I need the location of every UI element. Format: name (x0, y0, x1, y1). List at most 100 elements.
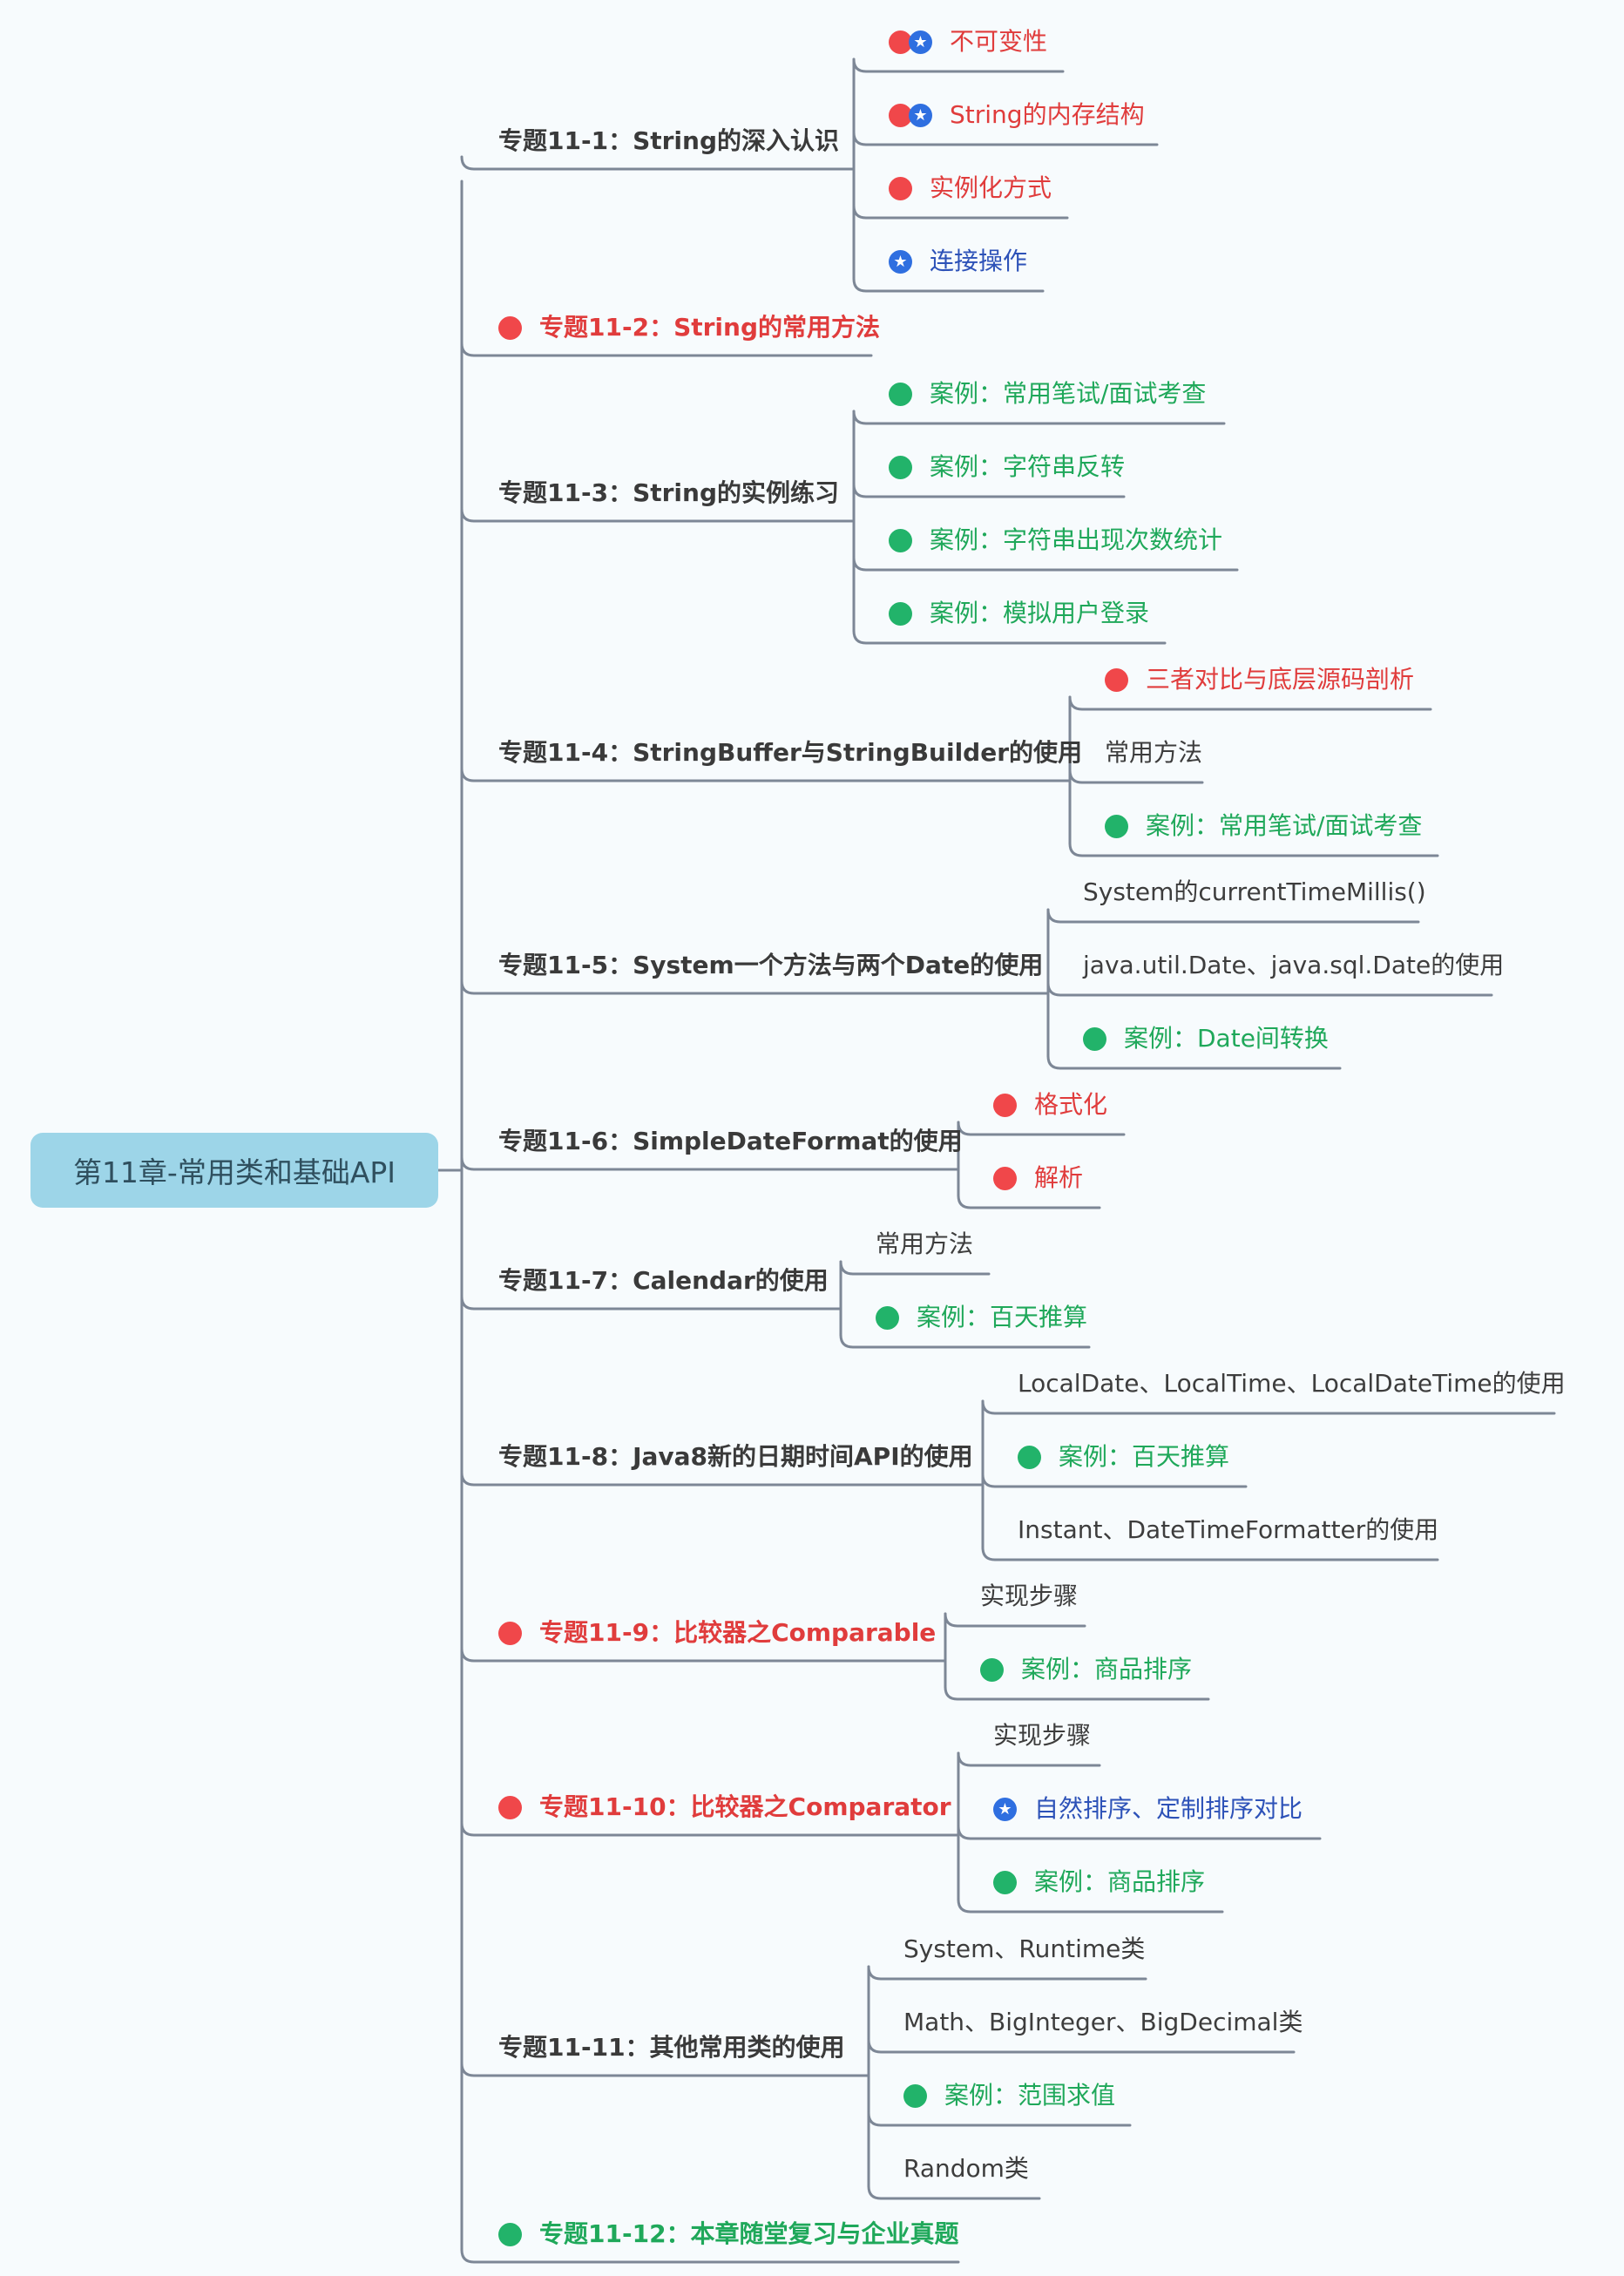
child-connector (852, 629, 1167, 645)
red-priority-dot-icon (993, 1093, 1017, 1117)
subtopic-node[interactable]: 案例：Date间转换 (1083, 1021, 1329, 1056)
child-connector (1068, 842, 1439, 857)
subtopic-node[interactable]: 案例：商品排序 (980, 1652, 1192, 1687)
subtopic-node[interactable]: java.util.Date、java.sql.Date的使用 (1083, 948, 1504, 983)
child-connector (852, 277, 1045, 293)
topic-connector (460, 979, 1050, 995)
child-connector (852, 410, 1226, 425)
subtopic-label: 案例：常用笔试/面试考查 (1146, 811, 1423, 840)
topic-label: 专题11-4：StringBuffer与StringBuilder的使用 (498, 738, 1083, 767)
subtopic-node[interactable]: 案例：字符串出现次数统计 (889, 523, 1222, 558)
subtopic-node[interactable]: 实现步骤 (993, 1718, 1091, 1753)
subtopic-node[interactable]: 案例：常用笔试/面试考查 (889, 376, 1206, 411)
subtopic-node[interactable]: LocalDate、LocalTime、LocalDateTime的使用 (1018, 1366, 1566, 1401)
star-icon: ★ (889, 249, 912, 274)
subtopic-node[interactable]: 三者对比与底层源码剖析 (1105, 662, 1414, 697)
topic-node[interactable]: 专题11-11：其他常用类的使用 (498, 2030, 845, 2065)
topic-node[interactable]: 专题11-5：System一个方法与两个Date的使用 (498, 948, 1043, 983)
child-connector (852, 556, 1239, 572)
subtopic-node[interactable]: 常用方法 (876, 1227, 973, 1262)
subtopic-label: 不可变性 (950, 27, 1048, 56)
topic-connector (460, 2248, 960, 2264)
subtopic-node[interactable]: 案例：百天推算 (876, 1300, 1087, 1335)
subtopic-node[interactable]: 实现步骤 (980, 1579, 1078, 1614)
subtopic-label: 自然排序、定制排序对比 (1034, 1794, 1303, 1823)
child-connector (957, 1121, 1126, 1136)
subtopic-node[interactable]: 格式化 (993, 1087, 1107, 1122)
child-connector (839, 1333, 1091, 1349)
subtopic-node[interactable]: Random类 (903, 2151, 1029, 2186)
subtopic-label: System的currentTimeMillis() (1083, 877, 1426, 906)
subtopic-label: Instant、DateTimeFormatter的使用 (1018, 1515, 1439, 1544)
subtopic-node[interactable]: 案例：商品排序 (993, 1865, 1205, 1900)
child-connector (1046, 908, 1420, 924)
subtopic-label: 案例：百天推算 (1059, 1442, 1230, 1471)
subtopic-node[interactable]: ★自然排序、定制排序对比 (993, 1792, 1303, 1826)
child-connector (867, 2185, 1041, 2200)
red-priority-dot-icon (889, 176, 912, 200)
topic-label: 专题11-5：System一个方法与两个Date的使用 (498, 951, 1044, 979)
subtopic-label: 案例：Date间转换 (1124, 1024, 1329, 1053)
subtopic-node[interactable]: Math、BigInteger、BigDecimal类 (903, 2005, 1303, 2040)
topic-label: 专题11-6：SimpleDateFormat的使用 (498, 1127, 963, 1155)
subtopic-node[interactable]: 常用方法 (1105, 735, 1202, 770)
topic-node[interactable]: 专题11-4：StringBuffer与StringBuilder的使用 (498, 735, 1082, 770)
subtopic-node[interactable]: 实例化方式 (889, 171, 1052, 206)
topic-node[interactable]: 专题11-1：String的深入认识 (498, 124, 839, 159)
topic-node[interactable]: 专题11-6：SimpleDateFormat的使用 (498, 1124, 963, 1159)
star-icon: ★ (909, 103, 932, 127)
child-connector (867, 2111, 1132, 2127)
subtopic-label: 案例：字符串反转 (930, 452, 1126, 481)
subtopic-label: 案例：商品排序 (1034, 1867, 1206, 1896)
subtopic-label: 常用方法 (1105, 738, 1203, 767)
topic-label: 专题11-2：String的常用方法 (539, 313, 881, 342)
subtopic-node[interactable]: 案例：模拟用户登录 (889, 596, 1149, 631)
topic-connector (460, 1295, 842, 1311)
topic-node[interactable]: 专题11-2：String的常用方法 (498, 310, 880, 345)
child-connector (981, 1473, 1248, 1488)
subtopic-node[interactable]: Instant、DateTimeFormatter的使用 (1018, 1513, 1438, 1548)
topic-node[interactable]: 专题11-7：Calendar的使用 (498, 1263, 829, 1298)
subtopic-node[interactable]: 案例：字符串反转 (889, 450, 1125, 484)
subtopic-label: 案例：模拟用户登录 (930, 599, 1150, 627)
subtopic-label: System、Runtime类 (903, 1934, 1146, 1963)
subtopic-node[interactable]: System的currentTimeMillis() (1083, 875, 1426, 910)
topic-node[interactable]: 专题11-9：比较器之Comparable (498, 1616, 936, 1650)
green-case-dot-icon (889, 528, 912, 552)
subtopic-node[interactable]: 解析 (993, 1161, 1083, 1196)
child-connector (1068, 769, 1204, 784)
red-priority-dot-icon (889, 103, 912, 127)
subtopic-node[interactable]: 案例：百天推算 (1018, 1439, 1229, 1474)
topic-node[interactable]: 专题11-12：本章随堂复习与企业真题 (498, 2217, 959, 2252)
topic-node[interactable]: 专题11-10：比较器之Comparator (498, 1790, 951, 1825)
topic-node[interactable]: 专题11-3：String的实例练习 (498, 476, 839, 511)
subtopic-node[interactable]: System、Runtime类 (903, 1932, 1145, 1967)
green-case-dot-icon (1083, 1026, 1106, 1051)
topic-connector (460, 1471, 985, 1487)
child-connector (981, 1399, 1556, 1415)
subtopic-label: 格式化 (1034, 1090, 1108, 1119)
subtopic-label: 案例：范围求值 (944, 2081, 1116, 2110)
subtopic-node[interactable]: ★ 连接操作 (889, 244, 1027, 279)
child-connector (957, 1751, 1101, 1767)
subtopic-label: 常用方法 (876, 1229, 974, 1258)
root-node[interactable]: 第11章-常用类和基础API (30, 1133, 438, 1208)
subtopic-node[interactable]: 案例：范围求值 (903, 2078, 1115, 2113)
subtopic-node[interactable]: ★ String的内存结构 (889, 98, 1145, 132)
child-connector (852, 131, 1159, 146)
topic-node[interactable]: 专题11-8：Java8新的日期时间API的使用 (498, 1439, 973, 1474)
subtopic-label: 连接操作 (930, 247, 1028, 275)
topic-label: 专题11-3：String的实例练习 (498, 478, 840, 507)
red-priority-dot-icon (993, 1166, 1017, 1190)
subtopic-node[interactable]: 案例：常用笔试/面试考查 (1105, 809, 1422, 843)
subtopic-label: String的内存结构 (950, 100, 1145, 129)
red-priority-dot-icon (498, 1795, 522, 1819)
star-icon: ★ (909, 30, 932, 54)
subtopic-label: 三者对比与底层源码剖析 (1146, 665, 1415, 694)
red-priority-dot-icon (1105, 667, 1128, 692)
subtopic-node[interactable]: ★ 不可变性 (889, 24, 1047, 59)
topic-label: 专题11-12：本章随堂复习与企业真题 (539, 2219, 959, 2248)
green-case-dot-icon (889, 601, 912, 626)
red-priority-dot-icon (498, 315, 522, 340)
